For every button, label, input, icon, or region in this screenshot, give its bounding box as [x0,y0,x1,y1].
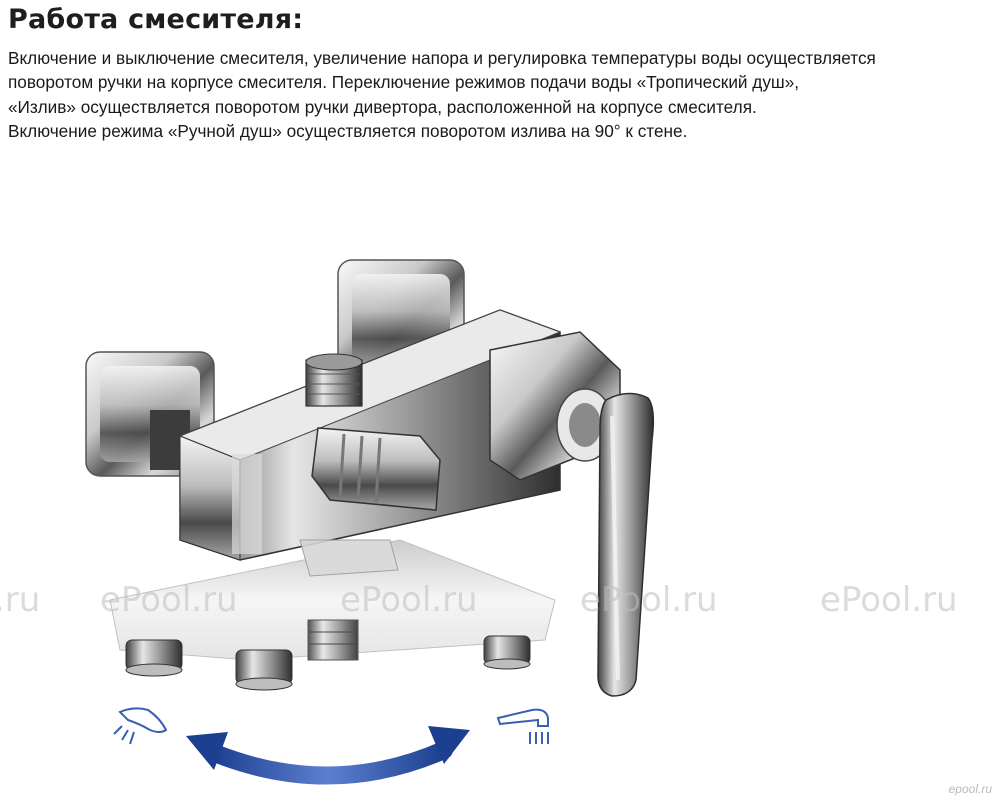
watermark: ePool.ru [100,580,238,620]
watermark: ePool.ru [580,580,718,620]
rotation-arrow [186,726,470,785]
spout [109,539,556,661]
faucet-feet [125,635,531,691]
diverter-knob [311,427,441,511]
page-title: Работа смесителя: [8,4,304,35]
description-line: поворотом ручки на корпусе смесителя. Пе… [8,72,800,93]
hand-shower-icon [113,707,168,745]
watermark: ePool.ru [820,580,958,620]
bath-spout-icon [496,708,549,744]
description-line: «Излив» осуществляется поворотом ручки д… [8,96,757,117]
description-line: Включение режима «Ручной душ» осуществля… [8,120,688,141]
watermark: ePool.ru [340,580,478,620]
lever-handle [597,392,655,697]
watermark: .ru [0,580,41,620]
description: Включение и выключение смесителя, увелич… [8,46,998,143]
description-line: Включение и выключение смесителя, увелич… [8,48,876,68]
shower-outlet [305,353,363,407]
faucet-illustration [85,259,655,785]
corner-watermark: epool.ru [948,782,992,796]
